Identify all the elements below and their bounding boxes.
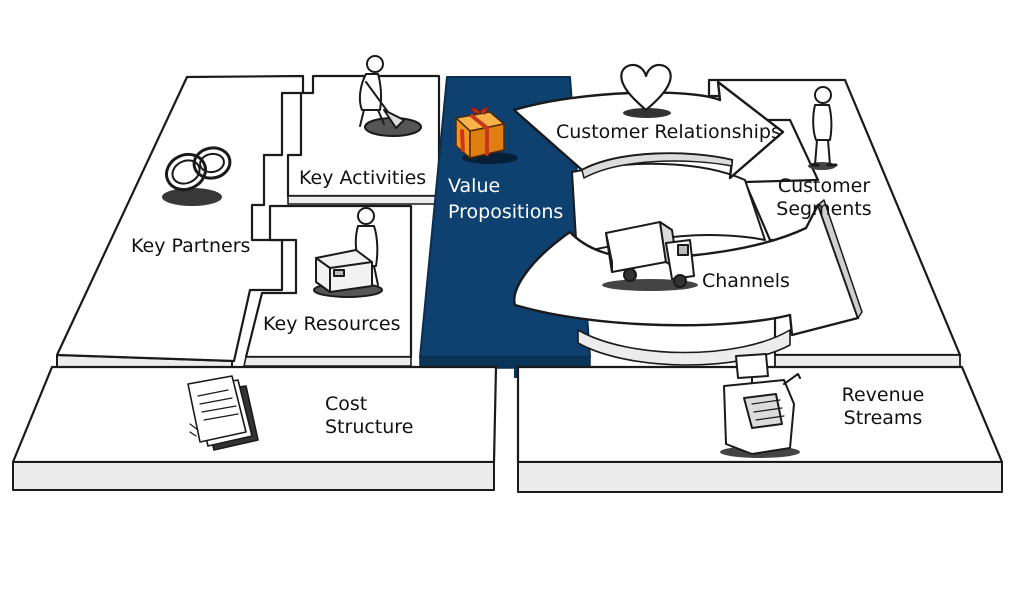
channels-label: Channels	[702, 270, 790, 292]
value-propositions-line1: Value	[448, 175, 501, 197]
key-activities-block	[286, 74, 441, 205]
customer-segments-label: Customer Segments	[772, 175, 876, 221]
key-activities-label: Key Activities	[299, 167, 427, 189]
customer-segments-line2: Segments	[776, 198, 872, 220]
cost-structure-label: Cost Structure	[325, 393, 413, 439]
rings-icon	[162, 146, 232, 206]
cash-register-icon	[720, 353, 801, 458]
cost-structure-line1: Cost	[325, 393, 368, 415]
value-propositions-label: Value Propositions	[448, 175, 563, 224]
customer-relationships-arrow	[512, 80, 785, 180]
documents-icon	[187, 375, 259, 451]
cost-structure-block	[11, 365, 498, 491]
truck-icon	[602, 221, 698, 291]
heart-icon	[620, 63, 672, 118]
value-propositions-line2: Propositions	[448, 201, 564, 223]
digging-person-icon	[358, 55, 422, 137]
gift-box-icon	[455, 106, 518, 164]
key-partners-label: Key Partners	[131, 235, 251, 257]
person-standing-icon	[808, 86, 838, 170]
revenue-streams-line1: Revenue	[841, 384, 925, 406]
key-resources-label: Key Resources	[263, 313, 401, 335]
revenue-streams-label: Revenue Streams	[836, 384, 930, 430]
customer-segments-block	[707, 78, 962, 368]
customer-relationships-label: Customer Relationships	[556, 121, 781, 143]
cost-structure-line2: Structure	[325, 416, 414, 438]
person-with-machine-icon	[313, 207, 383, 298]
revenue-streams-line2: Streams	[843, 407, 923, 429]
customer-segments-line1: Customer	[777, 175, 871, 197]
